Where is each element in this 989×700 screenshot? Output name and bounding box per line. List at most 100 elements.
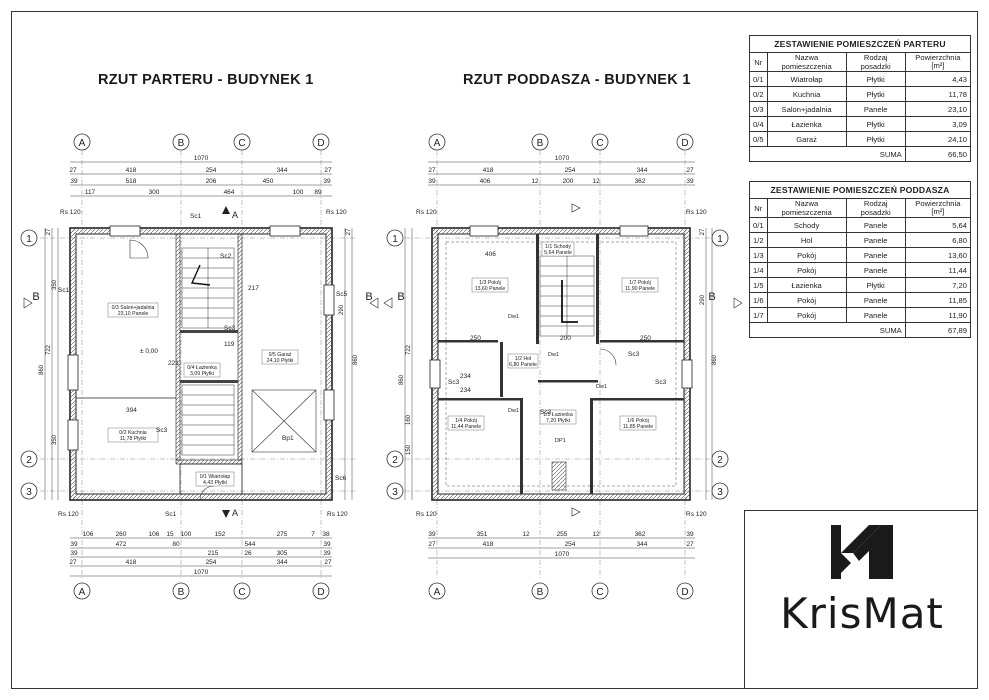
dim-text: 89 [314, 189, 322, 196]
dim-text: 464 [224, 189, 235, 196]
cell: Płytki [845, 131, 906, 147]
dim-text: 106 [83, 531, 94, 538]
ground-windows [67, 225, 335, 451]
dim-text: 27 [46, 228, 52, 235]
dw-label: Dw1 [508, 408, 519, 414]
ground-stairs [181, 247, 235, 456]
cell: Panele [845, 247, 906, 263]
dim-text: 406 [485, 251, 496, 258]
dim-text: 27 [69, 167, 77, 174]
dim-text: 152 [215, 531, 226, 538]
room-area: 13,60 Panele [475, 286, 506, 292]
cell: Płytki [845, 71, 906, 87]
sc-label: Sc3 [156, 427, 168, 434]
section-marker-b: B [32, 291, 39, 303]
dim-text: 250 [470, 335, 481, 342]
room-area: 7,20 Płytki [546, 418, 570, 424]
dim-text: 206 [206, 178, 217, 185]
logo-text: KrisMat [780, 589, 944, 638]
room-area: 23,10 Panele [118, 311, 149, 317]
room-name: 1/7 Pokój [629, 280, 651, 286]
section-marker-a: A [232, 508, 238, 518]
cell: Kuchnia [766, 86, 847, 102]
logo-block: KrisMat [744, 510, 978, 689]
schedule-title: ZESTAWIENIE POMIESZCZEŃ PARTERU [749, 35, 971, 53]
sum-label: SUMA [846, 322, 906, 338]
axis-label: 1 [26, 234, 32, 245]
dim-text: 254 [206, 167, 217, 174]
cell: 24,10 [904, 131, 972, 147]
dim-text: 39 [70, 178, 78, 185]
ground-dims-bottom [70, 537, 332, 577]
cell: 7,20 [904, 277, 972, 293]
cell: 5,64 [904, 217, 972, 233]
room-area: 24,10 Płytki [267, 358, 294, 364]
dim-text: 12 [522, 531, 530, 538]
cell: Panele [845, 232, 906, 248]
dim-text: 350 [52, 434, 58, 445]
dim-text: 39 [428, 178, 436, 185]
dim-text: 12 [592, 178, 600, 185]
room-name: 1/3 Pokój [479, 280, 501, 286]
cell: 1/6 [749, 292, 768, 308]
dim-text: 221 [168, 360, 179, 367]
dim-text: 100 [293, 189, 304, 196]
axis-label: A [79, 587, 86, 598]
dim-text: 27 [69, 559, 77, 566]
axis-label: A [434, 587, 441, 598]
cell: Hol [766, 232, 847, 248]
cell: Pokój [766, 262, 847, 278]
dim-text: 150 [406, 444, 412, 455]
cell: 13,60 [904, 247, 972, 263]
ground-walls [67, 225, 335, 501]
section-arrows [23, 206, 379, 518]
dim-text: 200 [560, 335, 571, 342]
dim-text: 350 [52, 279, 58, 290]
dim-text: 80 [172, 541, 180, 548]
room-name: 0/2 Kuchnia [119, 430, 147, 436]
attic-title: RZUT PODDASZA - BUDYNEK 1 [463, 72, 691, 88]
cell: 23,10 [904, 101, 972, 117]
dim-text: 344 [637, 541, 648, 548]
dim-text: 362 [635, 531, 646, 538]
axis-label: D [317, 138, 324, 149]
rs-label: Rs 120 [327, 511, 348, 518]
bp-label: Bp1 [282, 435, 294, 442]
sc-label: Sc6 [335, 475, 347, 482]
cell: 0/3 [749, 101, 768, 117]
dim-text: 472 [116, 541, 127, 548]
dim-text: 1070 [555, 155, 570, 162]
cell: 1/7 [749, 307, 768, 323]
cell: Panele [845, 217, 906, 233]
axis-label: D [317, 587, 324, 598]
sc-label: Sc3 [224, 325, 236, 332]
axis-label: A [79, 138, 86, 149]
cell: 0/2 [749, 86, 768, 102]
drawing-sheet [11, 11, 978, 689]
ground-axis-bubbles-left: 1 2 3 B B [20, 229, 373, 500]
dim-text: 450 [263, 178, 274, 185]
dim-text: 100 [181, 531, 192, 538]
sc-label: Sc5 [336, 291, 348, 298]
room-name: 1/4 Pokój [455, 418, 477, 424]
ground-dims-top [70, 161, 332, 197]
dim-text: 544 [245, 541, 256, 548]
dim-text: 344 [277, 559, 288, 566]
schedule-header: Powierzchnia [m²] [904, 198, 972, 218]
dim-text: 722 [406, 344, 412, 355]
axis-label: 3 [392, 487, 398, 498]
room-name: 0/4 Łazienka [187, 365, 217, 371]
dim-text: 15 [166, 531, 174, 538]
dim-text: 860 [39, 364, 45, 375]
cell: Garaż [766, 131, 847, 147]
axis-label: 1 [717, 234, 723, 245]
dim-text: 27 [686, 167, 694, 174]
